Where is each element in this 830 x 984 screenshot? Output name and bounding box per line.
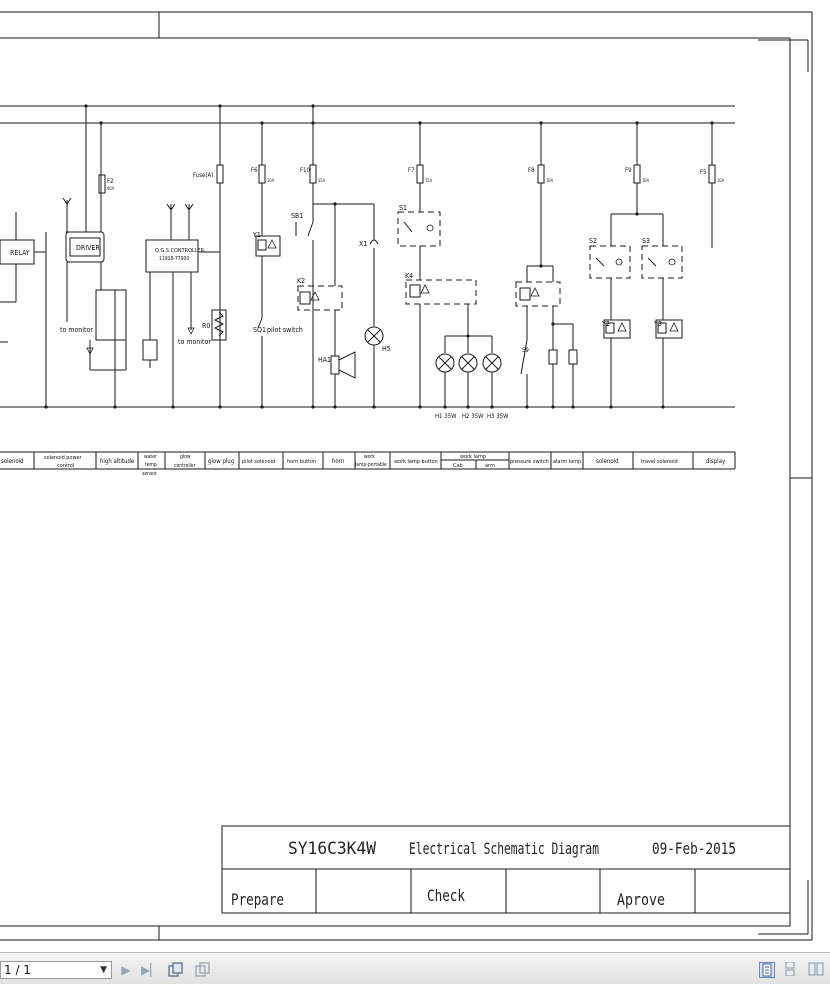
pilot-column: F6 10A Y1 SQ1 pilot switch [251, 123, 303, 407]
k2-label: K2 [297, 277, 305, 285]
fuse-f8-rating: 10A [546, 178, 554, 183]
legend-temp: temp [145, 462, 157, 468]
sheet-frame [0, 11, 813, 941]
fuse-f5-rating: 10A [717, 178, 725, 183]
driver-block: F2 40A DRIVER to monitor [60, 106, 127, 407]
s9-label: S9 [522, 347, 529, 354]
legend-cab: Cab [453, 463, 463, 469]
y2-label: Y2 [601, 320, 610, 328]
page-number: 1 / 1 [4, 963, 31, 977]
controller-label: Q.G.S CONTROLLER [155, 248, 205, 254]
legend-solenoid-2: solenoid [596, 458, 619, 465]
fuse-f2: F2 [107, 178, 114, 185]
next-page-icon[interactable]: ▶ [121, 963, 131, 977]
y3-label: Y3 [653, 320, 662, 328]
page-selector[interactable]: 1 / 1 ▼ [0, 961, 112, 979]
continuous-icon[interactable] [783, 961, 799, 978]
power-rails [0, 105, 735, 408]
controller-block: Q.G.S CONTROLLER 11918-77900 Fuse(A) to … [142, 106, 227, 407]
solenoid-column: F9 10A S2 S3 Y2 Y3 [589, 123, 683, 407]
single-page-icon[interactable] [759, 962, 775, 978]
relay-block: RELAY [0, 212, 47, 407]
pilot-switch-label: pilot switch [267, 326, 303, 334]
work-lamp-column: F7 15A S1 K4 H1 35W H2 35W H3 35W [397, 123, 509, 420]
legend-strip: solenoid solenoid power control high alt… [0, 451, 736, 477]
prepare-label: Prepare [231, 890, 284, 909]
to-monitor-2: to monitor [178, 338, 211, 346]
x1-label: X1 [359, 240, 367, 248]
junctions [44, 104, 714, 409]
legend-travel-solenoid: travel solenoid [641, 459, 678, 465]
legend-high-altitude: high altitude [100, 458, 135, 465]
chevron-down-icon: ▼ [100, 965, 107, 975]
legend-display: display [706, 458, 726, 465]
legend-sensor: sensor [142, 471, 157, 477]
legend-horn-button: horn button [287, 459, 316, 465]
relay-label: RELAY [10, 249, 30, 257]
h2-label: H2 35W [462, 413, 484, 420]
fuse-f9: F9 [625, 167, 632, 174]
sq1-label: SQ1 [253, 326, 266, 334]
r0-label: R0 [202, 322, 210, 330]
h5-label: H5 [382, 345, 391, 353]
legend-work-lamp-button: work lamp button [394, 459, 438, 465]
legend-pressure-switch: pressure switch [510, 459, 549, 465]
driver-label: DRIVER [76, 244, 100, 252]
horn-column: F10 15A SB1 K2 HA1 X1 H5 [291, 106, 391, 407]
legend-controller: controller [174, 463, 196, 469]
h3-label: H3 35W [487, 413, 509, 420]
legend-control: control [57, 463, 74, 469]
drawing-date: 09-Feb-2015 [652, 839, 736, 858]
fuse-f7-rating: 15A [425, 178, 433, 183]
legend-solenoid-power: solenoid power [44, 455, 83, 461]
fuse-f10-rating: 15A [318, 178, 326, 183]
fuse-f7: F7 [408, 167, 415, 174]
y1-label: Y1 [252, 231, 261, 239]
legend-lamp-portable: lamp-portable [355, 462, 387, 468]
s3-label: S3 [642, 237, 650, 245]
ha1-label: HA1 [318, 356, 331, 364]
fuse-f6-rating: 10A [267, 178, 275, 183]
legend-work-lamp: work lamp [460, 454, 486, 460]
drawing-sheet: RELAY F2 40A DRIVER to monitor [0, 11, 813, 941]
legend-work: work [364, 454, 375, 460]
to-monitor-1: to monitor [60, 326, 93, 334]
fuse-f6: F6 [251, 167, 258, 174]
h1-label: H1 35W [435, 413, 457, 420]
sb1-label: SB1 [291, 212, 303, 220]
s2-label: S2 [589, 237, 597, 245]
display-column: F5 10A [700, 123, 725, 248]
title-block: SY16C3K4W Electrical Schematic Diagram 0… [221, 825, 791, 914]
legend-alarm-lamp: alarm lamp [553, 459, 581, 465]
facing-icon[interactable] [808, 962, 824, 978]
last-page-icon[interactable]: ▶▏ [141, 963, 160, 977]
model-number: SY16C3K4W [288, 839, 377, 859]
approve-label: Aprove [617, 890, 665, 909]
fuse-f2-rating: 40A [107, 186, 115, 191]
alarm-column: F8 10A S9 [515, 123, 578, 407]
fuse-f5: F5 [700, 169, 707, 176]
fuse-f10: F10 [300, 167, 311, 174]
legend-horn: horn [332, 458, 344, 465]
legend-solenoid: solenoid [1, 458, 24, 465]
paste-icon[interactable] [195, 962, 211, 978]
schematic: RELAY F2 40A DRIVER to monitor [0, 11, 813, 941]
legend-glow: glow [180, 454, 191, 460]
copy-icon[interactable] [168, 962, 184, 978]
check-label: Check [427, 886, 465, 905]
legend-pilot-solenoid: pilot solenoid [242, 459, 275, 465]
controller-part: 11918-77900 [159, 256, 189, 262]
fuse-label: Fuse(A) [193, 172, 213, 179]
s1-label: S1 [399, 204, 407, 212]
legend-water: water [144, 454, 157, 460]
legend-glow-plug: glow plug [208, 458, 234, 465]
legend-arm: arm [485, 463, 495, 469]
k4-label: K4 [405, 272, 413, 280]
drawing-title: Electrical Schematic Diagram [409, 839, 599, 858]
viewer-toolbar: 1 / 1 ▼ ▶ ▶▏ [0, 952, 830, 984]
fuse-f9-rating: 10A [642, 178, 650, 183]
fuse-f8: F8 [528, 167, 535, 174]
